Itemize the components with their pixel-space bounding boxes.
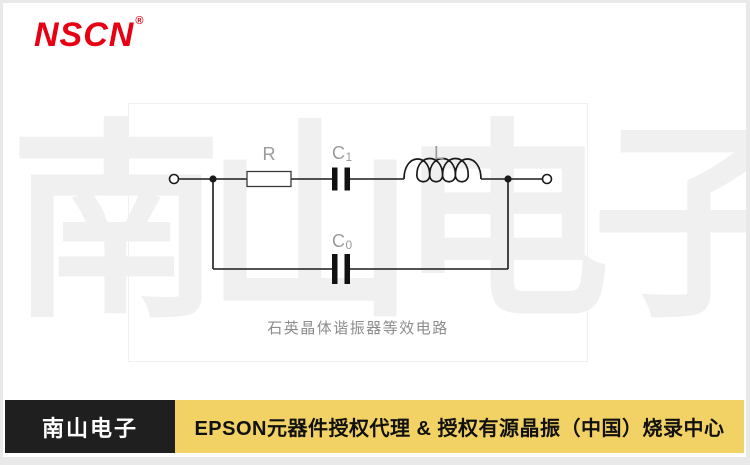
left-junction-dot — [209, 175, 217, 183]
resistor-label: R — [263, 144, 276, 164]
shunt-cap-label: C — [332, 231, 345, 251]
inductor-label: L — [434, 143, 444, 163]
bottom-branch-wire — [212, 179, 509, 270]
series-cap-subscript: 1 — [346, 150, 353, 164]
brand-logo: NSCN® — [34, 15, 145, 54]
inductor-symbol — [403, 157, 482, 183]
series-cap-label: C — [332, 143, 345, 163]
footer-tagline-badge: EPSON元器件授权代理 & 授权有源晶振（中国）烧录中心 — [175, 400, 744, 453]
footer-brand-badge: 南山电子 — [5, 400, 175, 453]
diagram-caption: 石英晶体谐振器等效电路 — [267, 320, 449, 337]
brand-logo-text: NSCN — [34, 16, 135, 54]
right-junction-dot — [504, 175, 512, 183]
capacitor-c1-symbol — [332, 167, 350, 191]
resistor-symbol — [246, 170, 292, 188]
circuit-diagram: R C 1 L C 0 — [168, 143, 553, 284]
watermark-text: 南山电子 — [10, 116, 750, 342]
shunt-cap-subscript: 0 — [346, 238, 353, 252]
right-terminal-icon — [541, 173, 553, 185]
registered-trademark-mark: ® — [135, 15, 145, 27]
left-terminal-icon — [168, 173, 180, 185]
footer-bar: 南山电子 EPSON元器件授权代理 & 授权有源晶振（中国）烧录中心 — [5, 400, 744, 453]
capacitor-c0-symbol — [332, 254, 350, 284]
diagram-frame: R C 1 L C 0 石英晶体谐振器等效电路 — [128, 103, 588, 362]
